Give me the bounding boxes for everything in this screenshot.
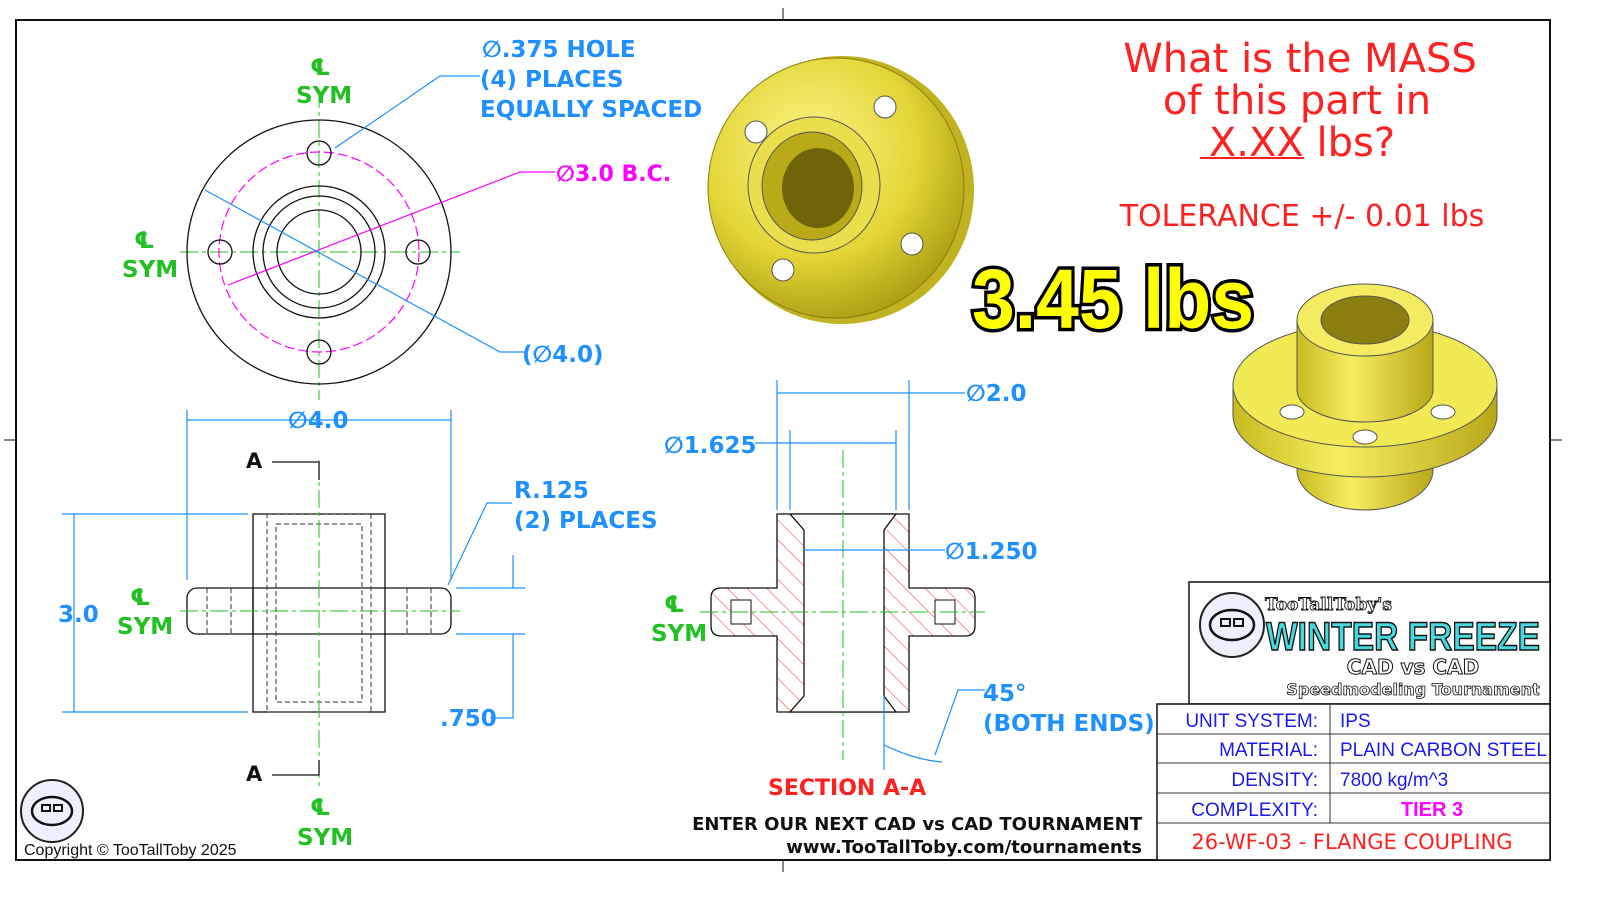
sym-label: SYM [651,621,707,647]
outer-dia-dim: ∅4.0 [288,408,348,434]
unit-system-value: IPS [1340,711,1371,732]
height-dim: 3.0 [58,602,99,628]
centerline-symbol: ℄ [664,592,685,618]
answer-text: 3.45 lbs [972,252,1254,346]
promo-link[interactable]: www.TooTallToby.com/tournaments [786,837,1142,858]
tournament-logo-icon [1199,592,1265,658]
outer-dia-ref: (∅4.0) [522,342,603,368]
dia-1625-dim: ∅1.625 [664,433,756,459]
flange-thickness-dim: .750 [440,706,497,732]
material-value: PLAIN CARBON STEEL [1340,740,1547,761]
centerline-symbol: ℄ [310,55,331,81]
tolerance-text: TOLERANCE +/- 0.01 lbs [1119,199,1485,234]
radius-note: R.125 [514,478,589,504]
centerline-symbol: ℄ [310,795,331,821]
logo-title: WINTER FREEZE [1266,615,1540,659]
copyright-text: Copyright © TooTallToby 2025 [24,842,237,859]
section-view [700,380,985,770]
promo-line: ENTER OUR NEXT CAD vs CAD TOURNAMENT [692,814,1143,835]
density-value: 7800 kg/m^3 [1340,770,1448,791]
section-label: SECTION A-A [768,776,926,801]
front-view [62,410,525,790]
sym-label: SYM [122,257,178,283]
logo-sub: Speedmodeling Tournament [1286,680,1540,699]
sym-label: SYM [297,825,353,851]
bolt-circle-dim: ∅3.0 B.C. [556,162,671,187]
sym-label: SYM [117,614,173,640]
material-label: MATERIAL: [1219,740,1318,761]
complexity-label: COMPLEXITY: [1191,800,1318,821]
section-arrow-label: A [246,762,263,786]
dia-2-dim: ∅2.0 [966,381,1026,407]
sym-label: SYM [296,83,352,109]
density-label: DENSITY: [1231,770,1318,791]
chamfer-note: (BOTH ENDS) [983,711,1155,737]
unit-system-label: UNIT SYSTEM: [1185,711,1318,732]
complexity-value: TIER 3 [1401,799,1463,821]
dia-1250-dim: ∅1.250 [945,539,1037,565]
logo-sub: CAD vs CAD [1347,655,1479,679]
centerline-symbol: ℄ [134,228,155,254]
chamfer-note: 45° [983,681,1027,707]
centerline-symbol: ℄ [130,585,151,611]
logo-brand: TooTallToby's [1265,595,1392,615]
question-line: of this part in [1163,78,1431,124]
hole-note: EQUALLY SPACED [480,97,702,123]
section-arrow-label: A [246,449,263,473]
top-view [180,75,555,400]
part-id: 26-WF-03 - FLANGE COUPLING [1191,830,1512,854]
question-line: X.XX lbs? [1209,120,1395,166]
question-line: What is the MASS [1123,36,1477,82]
part-render-top [707,56,974,324]
title-block: TooTallToby's WINTER FREEZE CAD vs CAD S… [1156,581,1551,861]
logo-icon [20,779,84,843]
hole-note: (4) PLACES [480,67,624,93]
hole-note: ∅.375 HOLE [482,37,636,63]
part-render-iso [1232,283,1498,511]
radius-note: (2) PLACES [514,508,658,534]
